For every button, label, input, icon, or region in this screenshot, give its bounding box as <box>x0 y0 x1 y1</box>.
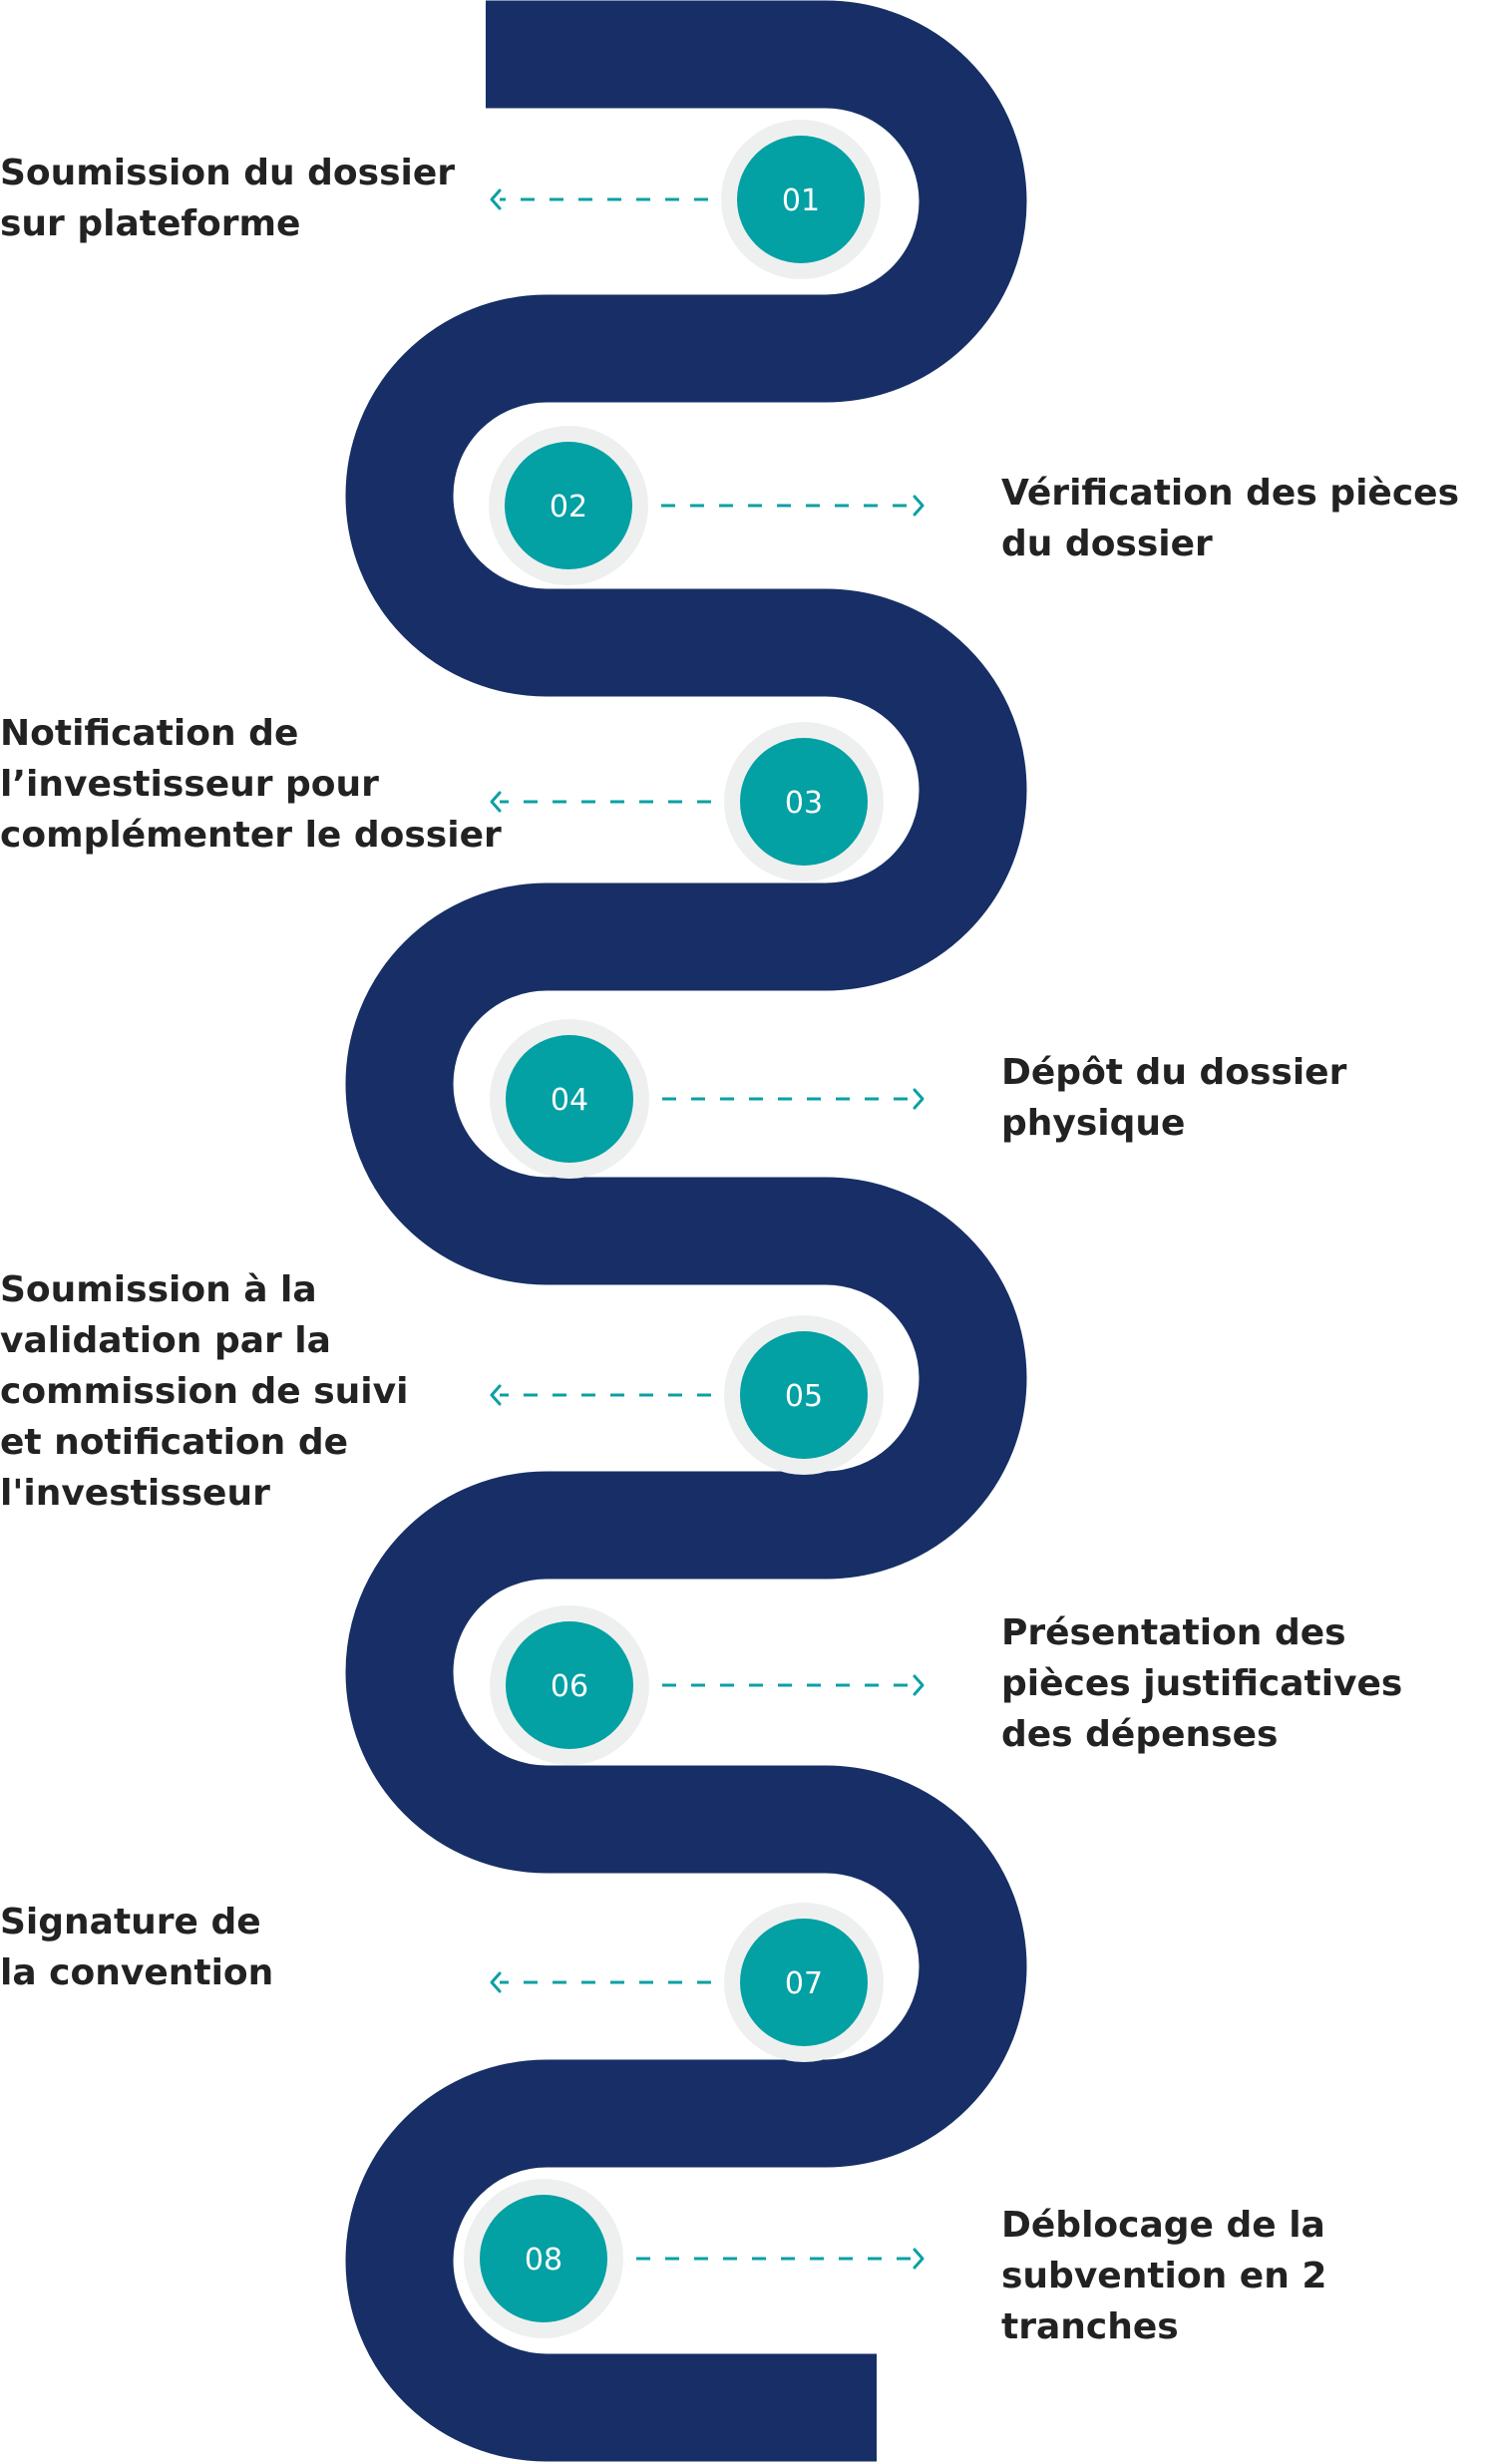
step-number: 04 <box>551 1083 588 1118</box>
step-label-line: et notification de <box>0 1422 349 1463</box>
step-label-line: pièces justificatives <box>1001 1663 1403 1704</box>
step-label-line: Présentation des <box>1001 1612 1346 1653</box>
step-label-line: physique <box>1001 1103 1186 1144</box>
arrow-right-icon <box>913 2248 925 2270</box>
badge-circle <box>506 1035 633 1163</box>
step-label-line: commission de suivi <box>0 1371 409 1412</box>
step-badge-07: 07 <box>724 1903 884 2062</box>
step-number: 03 <box>785 786 823 821</box>
step-label-line: du dossier <box>1001 524 1213 564</box>
step-label-06: Présentation des pièces justificatives d… <box>1001 1607 1402 1760</box>
step-badge-06: 06 <box>490 1605 649 1765</box>
step-badge-08: 08 <box>464 2179 623 2338</box>
badge-circle <box>740 738 868 866</box>
step-label-08: Déblocage de la subvention en 2 tranches <box>1001 2200 1326 2352</box>
step-label-line: Soumission à la <box>0 1269 317 1310</box>
step-number: 02 <box>550 490 587 525</box>
badge-circle <box>505 442 632 569</box>
step-label-line: validation par la <box>0 1320 331 1361</box>
step-badge-05: 05 <box>724 1315 884 1475</box>
step-label-line: sur plateforme <box>0 203 301 244</box>
arrow-left-icon <box>490 188 502 210</box>
step-label-line: subvention en 2 <box>1001 2256 1327 2296</box>
step-badge-02: 02 <box>489 426 648 585</box>
badge-circle <box>737 136 865 263</box>
step-badge-01: 01 <box>721 120 881 279</box>
step-number: 07 <box>785 1966 823 2001</box>
step-label-line: l'investisseur <box>0 1473 270 1514</box>
step-label-line: des dépenses <box>1001 1714 1279 1755</box>
step-number: 01 <box>782 183 820 218</box>
step-label-line: Notification de <box>0 713 299 754</box>
connector-arrows <box>490 188 925 2270</box>
step-label-07: Signature de la convention <box>0 1897 273 1998</box>
step-label-04: Dépôt du dossier physique <box>1001 1047 1346 1149</box>
arrow-right-icon <box>913 495 925 517</box>
arrow-left-icon <box>490 1384 502 1406</box>
step-label-05: Soumission à la validation par la commis… <box>0 1264 408 1519</box>
badge-circle <box>740 1331 868 1459</box>
step-badge-04: 04 <box>490 1019 649 1179</box>
step-label-01: Soumission du dossier sur plateforme <box>0 148 455 249</box>
arrow-left-icon <box>490 791 502 813</box>
step-label-line: l’investisseur pour <box>0 764 379 805</box>
badge-circle <box>506 1621 633 1749</box>
step-badge-03: 03 <box>724 722 884 881</box>
step-label-02: Vérification des pièces du dossier <box>1001 468 1459 569</box>
step-label-line: Soumission du dossier <box>0 153 456 193</box>
step-label-line: Vérification des pièces <box>1001 473 1460 514</box>
step-label-line: Signature de <box>0 1902 261 1942</box>
step-label-line: Déblocage de la <box>1001 2205 1325 2246</box>
step-number: 05 <box>785 1379 823 1414</box>
step-number: 08 <box>525 2243 562 2278</box>
arrow-right-icon <box>913 1674 925 1696</box>
badge-circle <box>480 2195 607 2322</box>
arrow-left-icon <box>490 1971 502 1993</box>
step-badges: 01 02 03 04 05 06 07 08 <box>464 120 884 2338</box>
road-path <box>345 0 1027 2462</box>
step-label-line: Dépôt du dossier <box>1001 1052 1347 1093</box>
arrow-right-icon <box>913 1088 925 1110</box>
step-label-line: complémenter le dossier <box>0 815 502 856</box>
step-label-line: la convention <box>0 1952 274 1993</box>
badge-circle <box>740 1919 868 2046</box>
step-label-line: tranches <box>1001 2306 1179 2347</box>
step-label-03: Notification de l’investisseur pour comp… <box>0 708 502 861</box>
step-number: 06 <box>551 1669 588 1704</box>
